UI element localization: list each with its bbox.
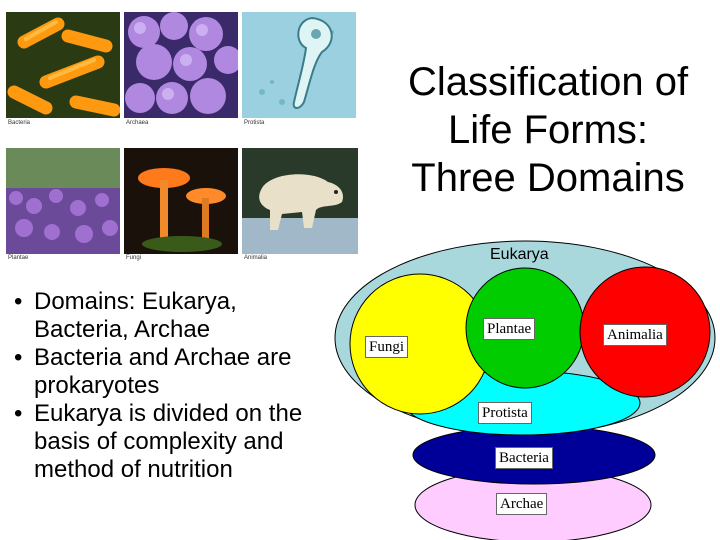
fungi-caption: Fungi [126,255,142,261]
title-line-1: Classification of [407,60,689,104]
bullet-item: Eukarya is divided on the basis of compl… [8,400,338,484]
plantae-photo [6,148,120,254]
bacteria-label: Bacteria [495,447,553,469]
title-line-2: Life Forms: [447,108,649,152]
plantae-caption: Plantae [8,255,29,261]
bacteria-photo [6,12,120,118]
archae-label: Archae [496,493,548,515]
fungi-label: Fungi [365,336,409,358]
plantae-label: Plantae [483,318,536,340]
bullet-item: Bacteria and Archae are prokaryotes [8,344,338,400]
animalia-photo [242,148,358,254]
protista-caption: Protista [244,120,265,126]
fungi-photo [124,148,238,254]
bullet-list: Domains: Eukarya, Bacteria, Archae Bacte… [8,288,338,484]
bacteria-caption: Bacteria [8,120,31,126]
title-line-3: Three Domains [411,156,685,200]
protista-photo [242,12,356,118]
protista-label: Protista [478,402,532,424]
animalia-caption: Animalia [244,255,268,261]
archaea-photo [124,12,238,118]
eukarya-label: Eukarya [490,246,549,263]
animalia-label: Animalia [603,324,667,346]
slide-title: Classification of Life Forms: Three Doma… [378,58,718,202]
archaea-caption: Archaea [126,120,149,126]
photo-grid: Bacteria Archaea Protista [6,12,362,264]
bullet-item: Domains: Eukarya, Bacteria, Archae [8,288,338,344]
